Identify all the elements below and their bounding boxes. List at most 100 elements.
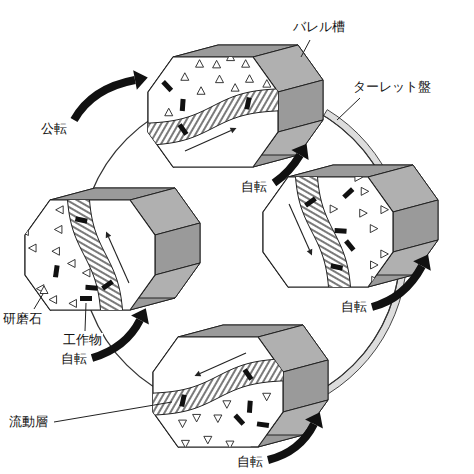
abrasive-media	[274, 424, 282, 432]
abrasive-media	[226, 441, 234, 449]
abrasive-media	[140, 64, 148, 72]
abrasive-media	[52, 247, 60, 255]
abrasive-media	[221, 38, 229, 46]
flow-arrow-head	[106, 232, 111, 239]
workpiece	[257, 421, 270, 428]
abrasive-media	[204, 436, 212, 444]
workpiece	[334, 228, 346, 234]
workpiece	[342, 187, 354, 199]
barrel	[263, 132, 438, 332]
abrasive-media	[371, 261, 379, 269]
abrasive-media	[159, 44, 167, 52]
abrasive-media	[69, 299, 77, 307]
abrasive-media	[21, 198, 28, 206]
flow-arrow	[185, 130, 231, 150]
abrasive-media	[68, 259, 76, 267]
flowing-layer	[118, 358, 318, 416]
workpiece	[80, 296, 92, 301]
abrasive-media	[40, 286, 48, 294]
part-label: 自転	[340, 300, 368, 315]
workpiece	[395, 195, 400, 207]
workpiece	[179, 394, 186, 407]
barrel-contents	[113, 38, 313, 151]
flow-arrow	[200, 353, 246, 373]
abrasive-media	[214, 415, 222, 423]
abrasive-media	[92, 315, 100, 323]
abrasive-media	[251, 447, 259, 455]
abrasive-media	[330, 205, 338, 213]
rotation-arrow-head	[305, 412, 323, 428]
workpiece	[344, 239, 355, 251]
revolution-arrow-head	[133, 70, 148, 90]
workpiece	[180, 99, 186, 111]
barrel	[113, 38, 323, 167]
abrasive-media	[362, 291, 370, 299]
abrasive-media	[181, 73, 189, 81]
abrasive-media	[380, 184, 388, 192]
workpiece	[243, 368, 254, 381]
barrel	[118, 325, 328, 469]
abrasive-media	[263, 80, 271, 88]
abrasive-media	[49, 296, 57, 304]
abrasive-media	[49, 181, 57, 189]
abrasive-media	[320, 158, 328, 166]
leader-line	[54, 402, 172, 422]
part-label: 研磨石	[2, 312, 43, 327]
rotation-arrow	[372, 266, 422, 307]
workpiece	[101, 280, 114, 291]
abrasive-media	[361, 187, 369, 195]
leader-line	[301, 40, 310, 57]
abrasive-media	[381, 206, 389, 214]
part-label: 工作物	[62, 333, 103, 348]
abrasive-media	[231, 84, 239, 92]
abrasive-media	[14, 182, 22, 190]
abrasive-media	[169, 461, 177, 469]
flow-arrow-head	[307, 249, 312, 256]
flow-arrow	[289, 204, 309, 250]
rotation-arrow-head	[291, 144, 308, 160]
workpiece	[177, 50, 189, 55]
barrel-contents	[118, 353, 318, 469]
abrasive-media	[360, 209, 368, 217]
abrasive-media	[263, 393, 271, 401]
workpiece	[85, 285, 97, 291]
abrasive-media	[57, 315, 65, 323]
part-label: 公転	[40, 122, 68, 137]
workpiece	[178, 123, 189, 136]
rotation-arrow	[274, 155, 300, 183]
workpiece	[233, 414, 245, 426]
workpiece	[15, 285, 20, 297]
part-label: 自転	[236, 455, 264, 470]
abrasive-media	[392, 162, 399, 170]
leader-line	[85, 303, 86, 331]
workpiece	[9, 261, 20, 273]
abrasive-media	[274, 60, 282, 68]
abrasive-media	[141, 440, 149, 448]
abrasive-media	[370, 225, 378, 233]
workpiece	[53, 265, 60, 278]
abrasive-media	[355, 173, 363, 181]
leader-line	[337, 98, 360, 120]
workpiece	[191, 455, 203, 466]
flow-arrow	[108, 237, 128, 283]
abrasive-media	[223, 401, 231, 409]
flowing-layer	[113, 88, 313, 146]
workpiece	[75, 216, 88, 223]
rotation-arrow	[268, 424, 314, 460]
rotation-arrow-head	[413, 255, 431, 271]
abrasive-media	[197, 87, 205, 95]
abrasive-media	[82, 269, 90, 277]
part-label: 自転	[60, 352, 88, 367]
abrasive-media	[193, 414, 201, 422]
part-label: ターレット盤	[352, 80, 432, 95]
abrasive-media	[179, 420, 187, 428]
abrasive-media	[286, 395, 294, 403]
workpiece	[161, 80, 173, 92]
abrasive-media	[21, 228, 29, 236]
revolution-arrow	[74, 80, 135, 120]
abrasive-media	[246, 75, 254, 83]
abrasive-media	[181, 440, 189, 448]
